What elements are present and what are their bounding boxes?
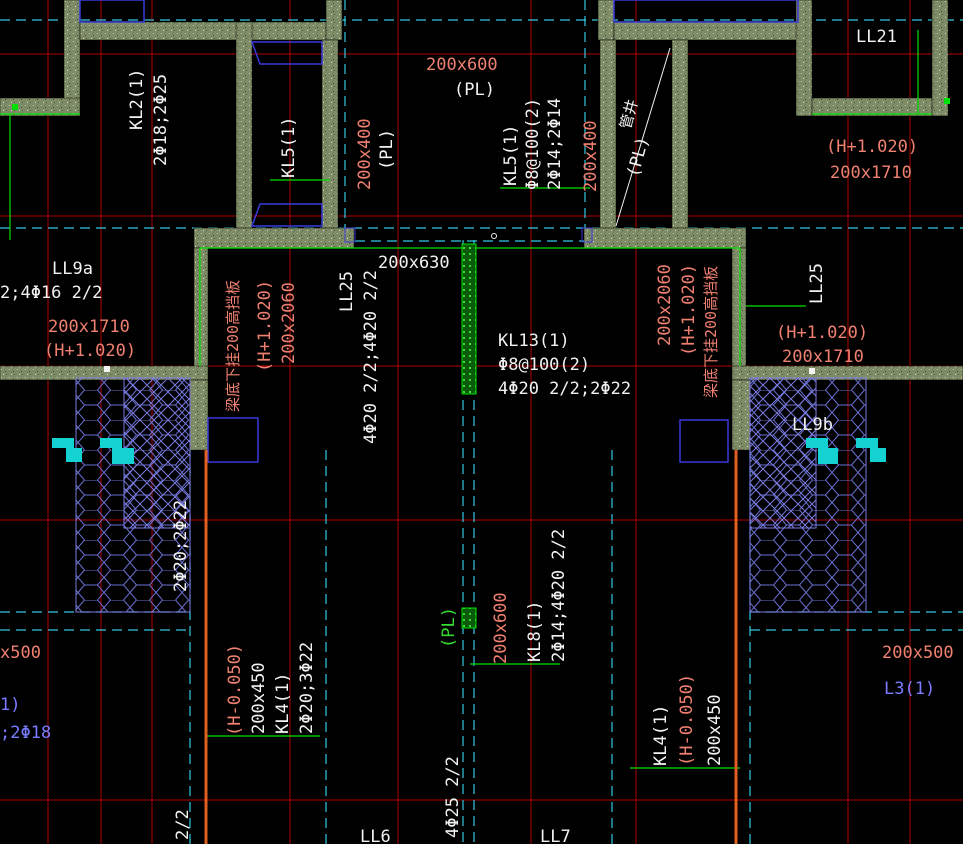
label-diag-note: 管井 — [616, 97, 641, 131]
label-kl5-name: KL5(1) — [279, 117, 299, 178]
label-rebar-bottom-mid: 4Φ25 2/2 — [443, 756, 463, 838]
label-kl13-stirrup: Φ8@100(2) — [498, 355, 590, 375]
label-ll9a-rebar: 2;4Φ16 2/2 — [0, 283, 102, 303]
label-kl4-left-h: (H-0.050) — [225, 644, 245, 736]
shaft-hatching — [75, 377, 867, 613]
label-kl5-size: 200x400 — [355, 118, 375, 190]
label-ll25-left: LL25 — [337, 271, 357, 312]
label-kl4-left-name: KL4(1) — [273, 673, 293, 734]
label-rebar-left-vert: 2Φ20;2Φ22 — [171, 500, 191, 592]
label-rebar-bottom-left: 2/2 — [173, 809, 193, 840]
label-ll25-right: LL25 — [807, 263, 827, 304]
label-ll9b-name: LL9b — [792, 415, 833, 435]
label-size-200x500-right: 200x500 — [882, 643, 954, 663]
window-openings — [79, 0, 799, 463]
label-ll25-rebar-left: 4Φ20 2/2;4Φ20 2/2 — [361, 270, 381, 444]
label-size-200x2060-right: 200x2060 — [655, 264, 675, 346]
label-note-right: 梁底下挂200高挡板 — [702, 266, 720, 398]
label-h-right-mid: (H+1.020) — [776, 323, 868, 343]
label-ll7: LL7 — [540, 827, 571, 844]
label-beam-size-top: 200x600 — [426, 55, 498, 75]
beam-bars — [461, 243, 477, 629]
label-pl-diag: (PL) — [624, 135, 654, 180]
label-kl4-left-rebar: 2Φ20;3Φ22 — [297, 642, 317, 734]
label-ll9a-h: (H+1.020) — [44, 341, 136, 361]
label-h-left: (H+1.020) — [255, 280, 275, 372]
label-note-left: 梁底下挂200高挡板 — [224, 280, 242, 412]
label-size-right-mid: 200x1710 — [782, 347, 864, 367]
label-ll9a-size: 200x1710 — [48, 317, 130, 337]
label-kl4-right-name: KL4(1) — [651, 705, 671, 766]
small-markers — [12, 98, 950, 374]
label-l3-name: L3(1) — [884, 679, 935, 699]
label-kl8-size: 200x600 — [491, 592, 511, 664]
label-kl2-rebar: 2Φ18;2Φ25 — [151, 74, 171, 166]
label-kl4-left-size: 200x450 — [249, 662, 269, 734]
label-ll6: LL6 — [360, 827, 391, 844]
label-size-200x2060-left: 200x2060 — [279, 282, 299, 364]
label-l-left-rebar: ;2Φ18 — [0, 723, 51, 743]
label-kl2-name: KL2(1) — [127, 69, 147, 130]
label-kl5b-rebar: 2Φ14;2Φ14 — [545, 98, 565, 190]
concrete-walls — [0, 0, 963, 451]
label-h-right-top: (H+1.020) — [826, 137, 918, 157]
diagonal-shaft-line — [615, 47, 671, 227]
label-kl4-right-h: (H-0.050) — [677, 674, 697, 766]
label-kl5b-name: KL5(1) — [501, 125, 521, 186]
label-l-left-name: 1) — [0, 695, 20, 715]
label-kl5-pl: (PL) — [377, 129, 397, 170]
column-lines — [204, 450, 738, 844]
label-kl4-right-size: 200x450 — [705, 694, 725, 766]
label-kl8-rebar: 2Φ14;4Φ20 2/2 — [549, 529, 569, 662]
cyan-symbols — [52, 438, 886, 464]
label-kl5b-stirrup: Φ8@100(2) — [523, 98, 543, 190]
label-pl-mid: (PL) — [439, 607, 459, 648]
label-ll9a-name: LL9a — [52, 259, 93, 279]
label-kl13-rebar: 4Φ20 2/2;2Φ22 — [498, 379, 631, 399]
label-kl13-name: KL13(1) — [498, 331, 570, 351]
label-size-200x630: 200x630 — [378, 253, 450, 273]
label-size-200x500-left: x500 — [0, 643, 41, 663]
label-pl-top: (PL) — [454, 80, 495, 100]
label-kl8-name: KL8(1) — [525, 601, 545, 662]
label-h-right: (H+1.020) — [679, 264, 699, 356]
label-ll21: LL21 — [856, 27, 897, 47]
label-kl5b-size: 200x400 — [581, 120, 601, 192]
label-size-right-top: 200x1710 — [830, 163, 912, 183]
